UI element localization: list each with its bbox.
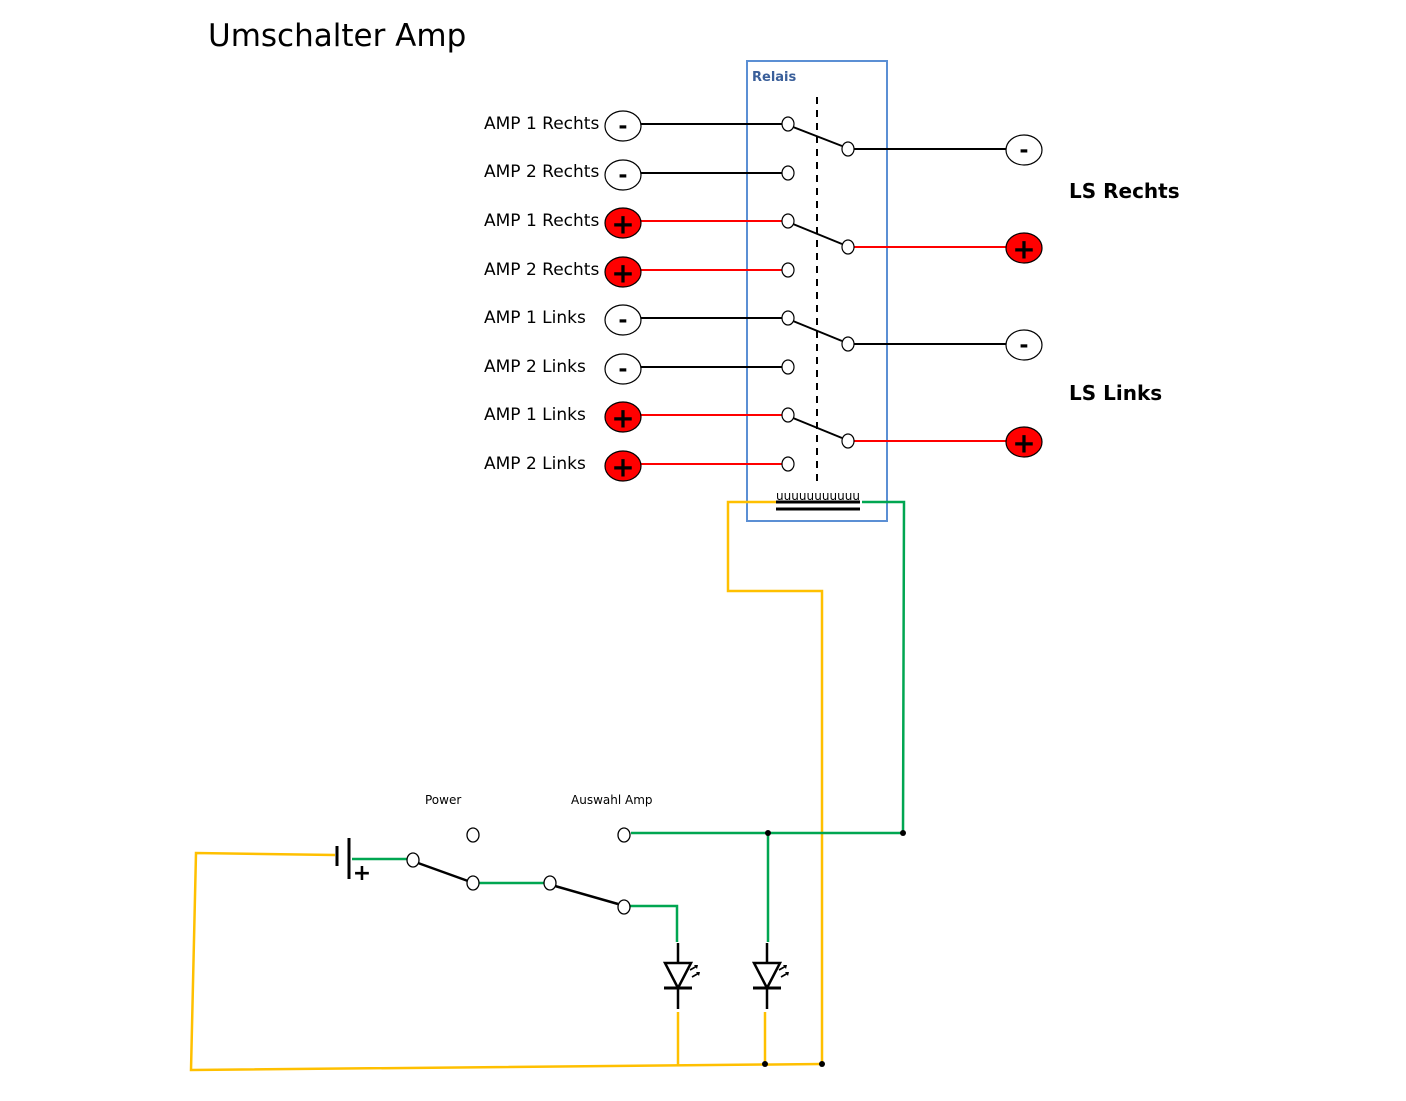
select-switch-label: Auswahl Amp [571,793,653,807]
amp-input-terminal: - [604,353,642,385]
power-switch[interactable] [406,827,480,891]
junction-dot [819,1061,825,1067]
amp-input-label: AMP 2 Rechts [484,260,599,280]
amp-input-label: AMP 1 Rechts [484,211,599,231]
relay-common-contact [841,336,855,352]
amp-input-terminal: + [604,256,642,290]
junction-dot [765,830,771,836]
amp-input-label: AMP 1 Links [484,308,586,328]
amp-input-row: AMP 2 Rechts- [484,159,795,191]
amp-input-row: AMP 2 Links + [484,450,795,484]
switch-blade [792,417,843,439]
amp-input-label: AMP 2 Links [484,454,586,474]
relay-common-contact [841,239,855,255]
relay-switch-4: + [792,417,1043,460]
power-switch-label: Power [425,793,461,807]
coil-ground-wire [726,500,824,1064]
speaker-group-right-label: LS Rechts [1069,179,1180,203]
coil-winding: uuuuuuuuuuu [776,489,860,503]
relay-common-contact [841,141,855,157]
switch-contact [406,852,420,868]
switch-blade [792,320,843,342]
amp-input-terminal: - [604,110,642,142]
relay-contact [781,407,795,423]
battery-ground-wire [189,851,823,1072]
amp-select-switch[interactable] [543,827,631,915]
plus-icon: + [1012,233,1035,266]
amp-input-terminal: - [604,159,642,191]
amp-input-row: AMP 1 Rechts + [484,207,795,241]
plus-icon: + [1012,427,1035,460]
diagram-title: Umschalter Amp [208,18,466,54]
relay-contact [781,456,795,472]
junction-dot [900,830,906,836]
switch-contact [617,827,631,843]
relay-contact [781,359,795,375]
select-to-led1-wire [630,904,679,942]
switch-blade [792,223,843,245]
relay-box [746,60,888,522]
relay-coil: uuuuuuuuuuu [776,489,860,511]
speaker-output-terminal: - [1005,329,1043,361]
switch-contact [617,899,631,915]
led-icon [662,943,700,1009]
minus-icon: - [618,309,627,334]
battery-icon: + [335,838,371,886]
switch-contact [543,875,557,891]
minus-icon: - [618,164,627,189]
speaker-output-terminal: + [1005,232,1043,266]
amp-input-terminal: + [604,207,642,241]
switch-blade [792,126,843,147]
relay-label: Relais [752,70,797,85]
speaker-group-left-label: LS Links [1069,381,1162,405]
amp-input-terminal: + [604,450,642,484]
switch-contact [466,827,480,843]
amp-input-label: AMP 2 Rechts [484,162,599,182]
relay-switch-2: + [792,223,1043,266]
amp-input-row: AMP 1 Links - [484,304,795,336]
plus-icon: + [611,451,634,484]
amp-input-label: AMP 1 Links [484,405,586,425]
relay-contact [781,165,795,181]
plus-icon: + [611,208,634,241]
amp-input-label: AMP 1 Rechts [484,114,599,134]
battery-plus-sign: + [353,861,371,886]
relay-switches: - + - + [792,126,1043,460]
minus-icon: - [1019,334,1028,359]
plus-icon: + [611,402,634,435]
ground-wiring [189,500,824,1072]
amp-input-row: AMP 1 Rechts- [484,110,795,142]
relay-common-contact [841,433,855,449]
relay-switch-1: - [792,126,1043,166]
relay-contact [781,262,795,278]
minus-icon: - [618,358,627,383]
junction-dot [762,1061,768,1067]
amp-input-row: AMP 2 Rechts + [484,256,795,290]
relay-switch-3: - [792,320,1043,361]
relay-contact [781,213,795,229]
amp-inputs: AMP 1 Rechts-AMP 2 Rechts-AMP 1 Rechts+A… [484,110,795,484]
amp-input-label: AMP 2 Links [484,357,586,377]
speaker-output-terminal: + [1005,426,1043,460]
amp-input-terminal: - [604,304,642,336]
amp-input-terminal: + [604,401,642,435]
plus-icon: + [611,257,634,290]
relay-contact [781,116,795,132]
minus-icon: - [618,115,627,140]
switch-contact [466,875,480,891]
speaker-output-terminal: - [1005,134,1043,166]
relay-contact [781,310,795,326]
led-icon [751,943,789,1009]
minus-icon: - [1019,139,1028,164]
amp-input-row: AMP 1 Links + [484,401,795,435]
coil-supply-wire [631,500,906,835]
amp-input-row: AMP 2 Links - [484,353,795,385]
